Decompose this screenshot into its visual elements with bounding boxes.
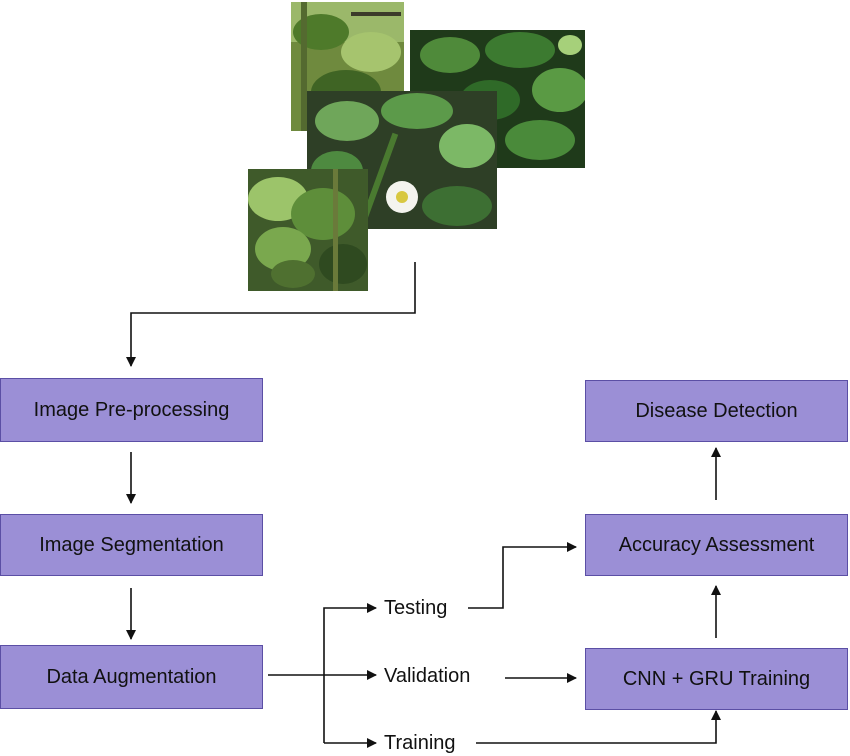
step-image-preprocessing: Image Pre-processing — [0, 378, 263, 442]
step-label: Disease Detection — [635, 399, 798, 422]
plant-photo-leaves — [248, 169, 368, 291]
step-cnn-gru-training: CNN + GRU Training — [585, 648, 848, 710]
step-label: Image Pre-processing — [33, 398, 230, 421]
step-label: Data Augmentation — [46, 665, 217, 688]
step-image-segmentation: Image Segmentation — [0, 514, 263, 576]
step-data-augmentation: Data Augmentation — [0, 645, 263, 709]
split-label-testing: Testing — [384, 597, 448, 619]
split-label-validation: Validation — [384, 665, 471, 687]
step-label: Accuracy Assessment — [618, 533, 815, 556]
step-label: Image Segmentation — [39, 533, 224, 556]
step-disease-detection: Disease Detection — [585, 380, 848, 442]
split-label-training: Training — [384, 732, 456, 754]
step-label: CNN + GRU Training — [622, 667, 811, 690]
step-accuracy-assessment: Accuracy Assessment — [585, 514, 848, 576]
